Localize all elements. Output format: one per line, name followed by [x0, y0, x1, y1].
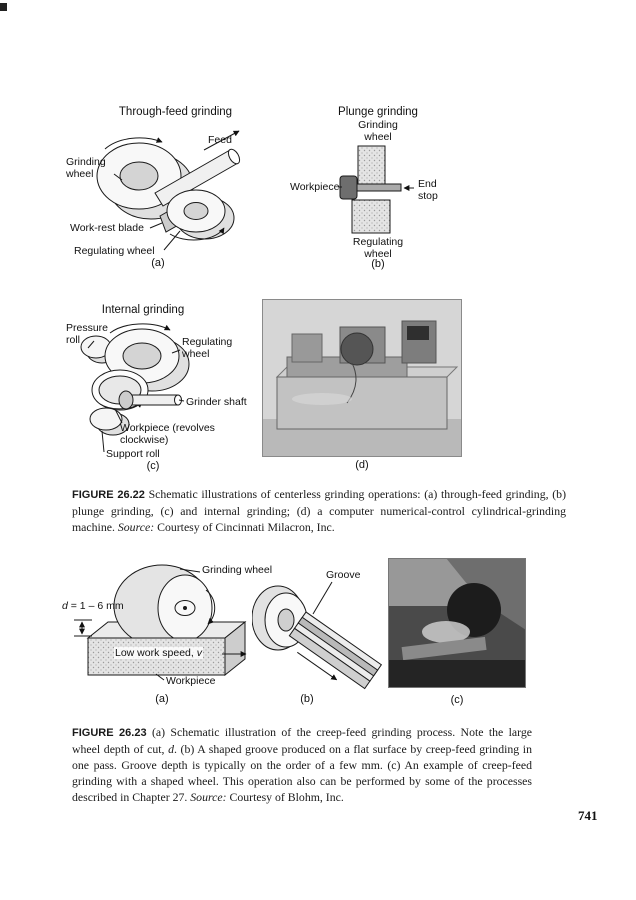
caption-text: Schematic illustrations of centerless gr… [72, 487, 566, 534]
subfigure-tag-b: (b) [300, 693, 314, 705]
diagram-title: Internal grinding [101, 304, 185, 316]
depth-value: = 1 – 6 mm [67, 600, 124, 612]
photo-border [262, 299, 462, 457]
page-number: 741 [578, 808, 598, 823]
subfigure-tag-c: (c) [450, 694, 464, 706]
scan-artifact [0, 3, 7, 11]
figure-26-22-label: FIGURE 26.22 [72, 489, 145, 501]
wheel-leader [179, 568, 201, 573]
workpiece-shape [339, 175, 358, 200]
pressure-roll-label: Pressure roll [66, 322, 109, 347]
control-screen [407, 326, 429, 340]
plunge-grinding-drawing [338, 145, 414, 234]
source-text: Courtesy of Blohm, Inc. [229, 790, 344, 805]
workpiece-label: Workpiece [290, 181, 340, 193]
figure-22a-through-feed-diagram: Through-feed grinding Feed Grinding whee… [58, 104, 293, 272]
regulating-wheel-shape [166, 189, 235, 241]
spark-highlight [422, 621, 470, 643]
workpiece-rod-shape [356, 183, 402, 192]
subfigure-tag-b: (b) [371, 258, 385, 270]
machine-column [291, 333, 323, 363]
depth-dimension [74, 619, 92, 637]
source-label: Source: [190, 790, 227, 805]
diagram-title: Through-feed grinding [118, 106, 233, 118]
highlight [292, 393, 352, 405]
figure-26-23-label: FIGURE 26.23 [72, 727, 147, 739]
figure-23a-creep-feed-diagram: Grinding wheel d = 1 – 6 mm Low work spe… [62, 556, 272, 708]
diagram-title: Plunge grinding [338, 106, 418, 118]
grinder-shaft-label: Grinder shaft [186, 396, 247, 408]
grinding-wheel-label: Grinding wheel [66, 156, 106, 181]
figure-22c-internal-diagram: Internal grinding Pressure roll Regulati… [58, 300, 293, 472]
figure-23c-photo-block: (c) [388, 558, 526, 710]
feed-direction-arrow [297, 651, 338, 681]
regulating-wheel-label: Regulating wheel [74, 245, 155, 257]
creep-feed-grinding-drawing [74, 564, 247, 681]
internal-grinding-drawing [80, 323, 190, 453]
leader-lines [87, 340, 185, 453]
caption-text-2: . (b) A shaped groove produced on a flat… [72, 741, 532, 805]
creep-feed-grinding-photo [388, 558, 526, 688]
regulating-wheel-shape [351, 199, 391, 234]
support-roll-shape [89, 407, 130, 436]
shaped-groove-drawing [252, 581, 383, 690]
regulating-wheel-label: Regulating wheel [182, 336, 233, 361]
grinder-shaft-shape [118, 390, 182, 410]
subfigure-tag-d: (d) [355, 459, 369, 471]
regulating-wheel-label: Regulating wheel [352, 236, 404, 261]
subfigure-tag-a: (a) [151, 257, 165, 269]
feed-label: Feed [208, 134, 232, 146]
figure-23b-groove-diagram: Groove (b) [252, 556, 387, 708]
subfigure-tag-a: (a) [155, 693, 169, 705]
figure-26-23-caption: FIGURE 26.23 (a) Schematic illustration … [72, 724, 532, 805]
depth-of-cut-label: d = 1 – 6 mm [62, 600, 124, 612]
speed-variable: v [196, 647, 202, 659]
speed-text: Low work speed, [115, 647, 197, 659]
work-speed-label: Low work speed, v [114, 647, 203, 660]
photo-border [388, 558, 526, 688]
grinding-wheel-shape [113, 564, 216, 648]
leader-lines [113, 173, 181, 251]
grinding-wheel-label: Grinding wheel [358, 119, 398, 144]
workpiece-label: Workpiece (revolves clockwise) [120, 422, 215, 447]
wheel-guard [340, 332, 374, 366]
feed-arrow [203, 130, 240, 151]
groove-label: Groove [326, 569, 361, 581]
workpiece-rod-shape [154, 148, 241, 207]
work-rest-blade-label: Work-rest blade [70, 222, 144, 234]
caption-depth-variable: d [168, 741, 174, 756]
workpiece-label: Workpiece [166, 675, 216, 687]
support-roll-label: Support roll [106, 448, 160, 460]
photo-shadow [388, 660, 526, 688]
groove-leader [312, 581, 333, 615]
through-feed-grinding-drawing [96, 130, 241, 251]
workpiece-leader [155, 673, 165, 681]
subfigure-tag-c: (c) [146, 460, 160, 472]
grinding-wheel-shape [357, 145, 386, 191]
cnc-grinding-machine-photo [262, 299, 462, 457]
caption-text-1: (a) Schematic illustration of the creep-… [72, 725, 532, 756]
figure-26-22-caption: FIGURE 26.22 Schematic illustrations of … [72, 486, 566, 535]
depth-variable: d [62, 600, 68, 612]
grinding-wheel-label: Grinding wheel [202, 564, 273, 576]
end-stop-label: End stop [418, 178, 438, 203]
source-text: Courtesy of Cincinnati Milacron, Inc. [157, 519, 335, 534]
workpiece-bar [401, 636, 487, 661]
figure-22b-plunge-diagram: Plunge grinding Grinding wheel Workpiece… [288, 104, 468, 272]
figure-22d-photo-block: (d) [262, 299, 462, 474]
grooved-bar-shape [288, 611, 383, 690]
source-label: Source: [117, 519, 155, 534]
